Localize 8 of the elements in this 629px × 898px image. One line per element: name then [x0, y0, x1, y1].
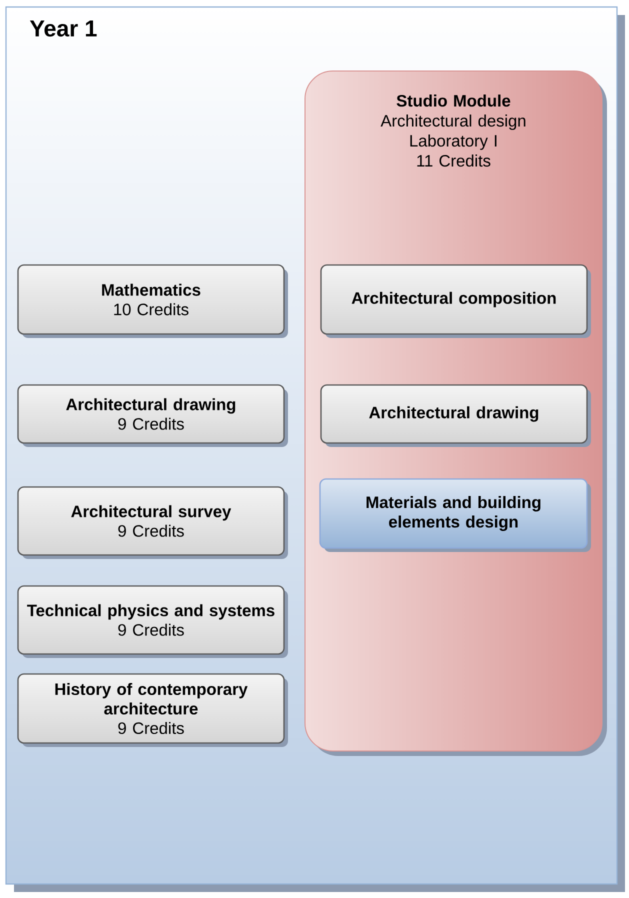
course-box: Materials and building elements design: [319, 478, 591, 552]
course-box: History of contemporary architecture 9 Credits: [17, 673, 288, 747]
course-box: Architectural drawing 9 Credits: [17, 384, 288, 447]
course-box: Architectural composition: [320, 264, 591, 338]
course-box: Mathematics 10 Credits: [17, 264, 288, 338]
course-box: Architectural drawing: [320, 384, 591, 447]
course-box: Technical physics and systems 9 Credits: [17, 585, 288, 658]
course-box: Architectural survey 9 Credits: [17, 486, 288, 559]
